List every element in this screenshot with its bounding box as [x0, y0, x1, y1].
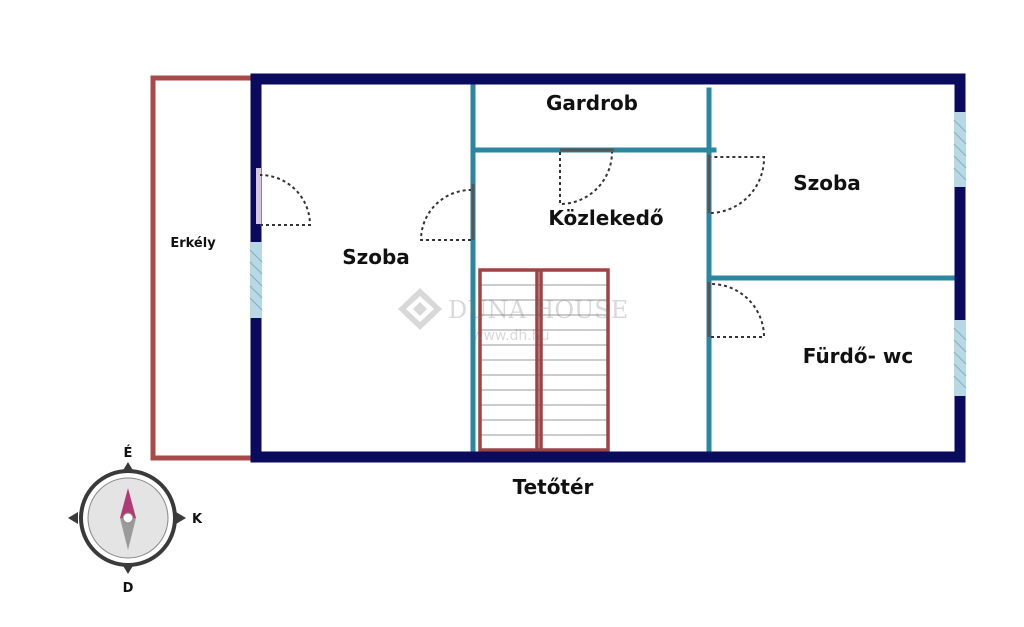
wardrobe-label: Gardrob	[546, 91, 638, 115]
room-right-label: Szoba	[793, 171, 861, 195]
duna-house-logo-icon	[398, 288, 442, 330]
floor-name-label: Tetőtér	[513, 475, 594, 499]
door-swings	[259, 151, 766, 338]
watermark: DUNA HOUSE www.dh.hu	[398, 288, 628, 344]
compass-icon: É K D	[68, 445, 203, 596]
balcony-label: Erkély	[170, 236, 216, 251]
watermark-url: www.dh.hu	[472, 328, 549, 344]
compass-south-label: D	[123, 581, 134, 596]
balcony-door-frame	[256, 168, 261, 224]
room-left-label: Szoba	[342, 245, 410, 269]
staircase	[478, 268, 610, 452]
balcony-outline	[150, 75, 253, 461]
compass-north-label: É	[124, 445, 133, 461]
watermark-brand: DUNA HOUSE	[448, 296, 628, 324]
inner-walls	[470, 82, 960, 458]
hallway-label: Közlekedő	[548, 206, 663, 230]
compass-east-label: K	[192, 512, 203, 527]
bathroom-label: Fürdő- wc	[803, 344, 913, 368]
door-jambs	[471, 148, 711, 337]
windows	[249, 112, 967, 396]
